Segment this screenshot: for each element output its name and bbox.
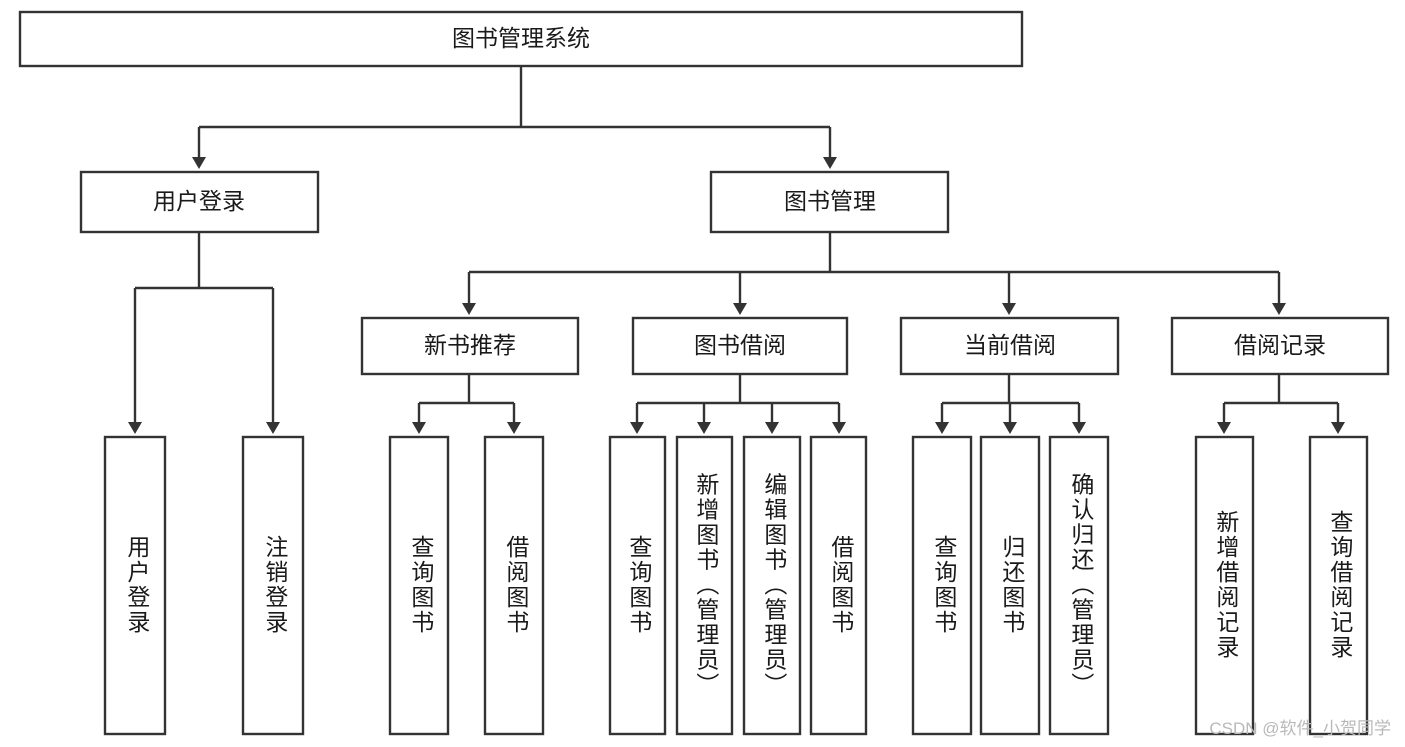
node-leaf-record-query-box[interactable]: [1308, 435, 1369, 736]
node-leaf-current-return[interactable]: 归还图书: [979, 435, 1041, 736]
node-current-borrow-label: 当前借阅: [964, 332, 1056, 358]
node-leaf-newbook-borrow-label: 借阅图书: [503, 535, 530, 635]
node-leaf-newbook-query-label: 查询图书: [408, 535, 435, 635]
node-leaf-borrow-book-label: 借阅图书: [828, 535, 855, 635]
node-leaf-current-query-label: 查询图书: [931, 535, 958, 635]
node-book-borrow[interactable]: 图书借阅: [631, 316, 849, 376]
node-leaf-record-query-label: 查询借阅记录: [1327, 510, 1354, 660]
node-leaf-user-logout-box[interactable]: [241, 435, 305, 736]
node-new-book-recommend-box[interactable]: [360, 316, 580, 376]
node-leaf-current-confirm-box[interactable]: [1048, 435, 1110, 736]
node-root-label: 图书管理系统: [452, 25, 590, 51]
node-root-box[interactable]: [18, 10, 1024, 68]
node-book-manage-label: 图书管理: [784, 188, 876, 214]
node-leaf-record-add-box[interactable]: [1194, 435, 1255, 736]
node-new-book-recommend-label: 新书推荐: [424, 332, 516, 358]
node-leaf-current-return-label: 归还图书: [999, 535, 1026, 635]
node-leaf-borrow-add[interactable]: 新增图书（管理员）: [675, 435, 734, 736]
node-leaf-newbook-borrow-box[interactable]: [483, 435, 545, 736]
node-leaf-borrow-query-box[interactable]: [608, 435, 667, 736]
node-user-login-box[interactable]: [79, 170, 320, 234]
node-leaf-current-query-box[interactable]: [911, 435, 973, 736]
node-current-borrow-box[interactable]: [899, 316, 1120, 376]
node-leaf-record-query[interactable]: 查询借阅记录: [1308, 435, 1369, 736]
node-leaf-user-logout[interactable]: 注销登录: [241, 435, 305, 736]
node-borrow-record[interactable]: 借阅记录: [1170, 316, 1390, 376]
node-user-login-label: 用户登录: [153, 188, 245, 214]
node-leaf-borrow-query[interactable]: 查询图书: [608, 435, 667, 736]
node-leaf-user-login[interactable]: 用户登录: [103, 435, 167, 736]
node-leaf-user-login-box[interactable]: [103, 435, 167, 736]
node-leaf-current-confirm[interactable]: 确认归还（管理员）: [1048, 435, 1110, 736]
node-new-book-recommend[interactable]: 新书推荐: [360, 316, 580, 376]
node-leaf-borrow-edit-label: 编辑图书（管理员）: [761, 473, 788, 698]
node-current-borrow[interactable]: 当前借阅: [899, 316, 1120, 376]
node-book-manage[interactable]: 图书管理: [709, 170, 950, 234]
node-book-borrow-box[interactable]: [631, 316, 849, 376]
node-leaf-borrow-add-label: 新增图书（管理员）: [693, 473, 720, 698]
node-leaf-current-return-box[interactable]: [979, 435, 1041, 736]
node-leaf-record-add-label: 新增借阅记录: [1213, 510, 1240, 660]
connector-layer: [128, 66, 1345, 434]
node-leaf-newbook-borrow[interactable]: 借阅图书: [483, 435, 545, 736]
node-leaf-current-query[interactable]: 查询图书: [911, 435, 973, 736]
node-leaf-borrow-edit[interactable]: 编辑图书（管理员）: [742, 435, 802, 736]
node-leaf-borrow-book[interactable]: 借阅图书: [809, 435, 868, 736]
node-leaf-borrow-book-box[interactable]: [809, 435, 868, 736]
node-root[interactable]: 图书管理系统: [18, 10, 1024, 68]
node-layer: 图书管理系统 用户登录 图书管理 新书推荐 图书借阅: [18, 10, 1390, 736]
node-leaf-newbook-query[interactable]: 查询图书: [388, 435, 450, 736]
node-borrow-record-box[interactable]: [1170, 316, 1390, 376]
node-leaf-newbook-query-box[interactable]: [388, 435, 450, 736]
node-borrow-record-label: 借阅记录: [1234, 332, 1326, 358]
node-leaf-current-confirm-label: 确认归还（管理员）: [1068, 473, 1095, 698]
node-user-login[interactable]: 用户登录: [79, 170, 320, 234]
node-book-borrow-label: 图书借阅: [694, 332, 786, 358]
node-leaf-borrow-edit-box[interactable]: [742, 435, 802, 736]
node-leaf-user-login-label: 用户登录: [124, 535, 151, 635]
node-leaf-user-logout-label: 注销登录: [262, 535, 289, 635]
node-leaf-borrow-add-box[interactable]: [675, 435, 734, 736]
node-leaf-borrow-query-label: 查询图书: [626, 535, 653, 635]
node-book-manage-box[interactable]: [709, 170, 950, 234]
node-leaf-record-add[interactable]: 新增借阅记录: [1194, 435, 1255, 736]
